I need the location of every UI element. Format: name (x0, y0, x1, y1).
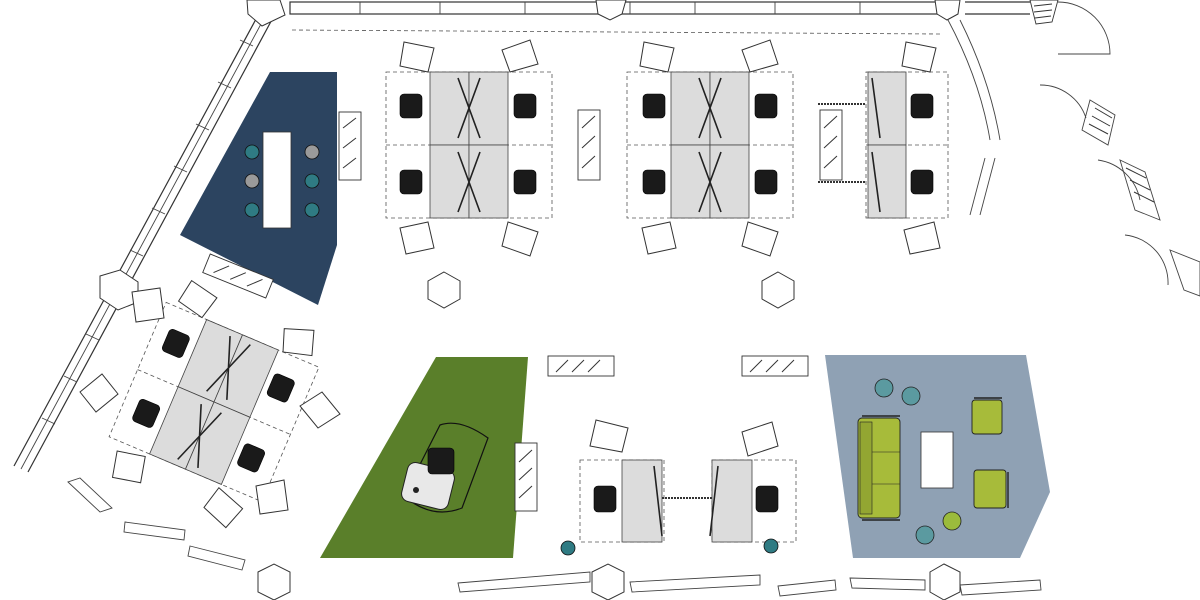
task-chair (513, 169, 537, 195)
stool-green (942, 511, 962, 531)
guest-chair (177, 279, 218, 319)
guest-chair (501, 221, 539, 257)
task-chair (593, 485, 617, 513)
task-chair (755, 485, 779, 513)
guest-chair (741, 221, 779, 257)
guest-chair (203, 486, 244, 529)
task-chair (132, 398, 161, 428)
stool-teal (763, 538, 779, 554)
task-chair (237, 443, 265, 473)
guest-chair (111, 450, 146, 484)
task-chair (266, 373, 295, 403)
guest-chair (299, 391, 341, 429)
guest-chair (641, 221, 677, 255)
lounge-zone (825, 355, 1050, 558)
task-chair (754, 93, 778, 119)
desk-pair-e (560, 419, 797, 556)
partition-screens (202, 109, 843, 512)
hex-column (761, 271, 795, 309)
meeting-zone (180, 72, 337, 305)
focus-zone (320, 357, 528, 558)
armchair (973, 469, 1009, 509)
task-chair (161, 329, 190, 358)
task-chair (427, 447, 455, 475)
sofa (857, 415, 901, 521)
desk-cluster-c (818, 41, 949, 255)
stool-teal (874, 378, 894, 398)
stool-teal (915, 525, 935, 545)
task-chair (399, 93, 423, 119)
columns (427, 271, 795, 309)
task-chair (399, 169, 423, 195)
stool-teal (304, 202, 320, 218)
screen (202, 253, 274, 299)
task-chair (910, 93, 934, 119)
guest-chair (639, 41, 675, 73)
task-chair (754, 169, 778, 195)
stool-teal (560, 540, 576, 556)
exterior-walls (13, 0, 1200, 600)
guest-chair (741, 421, 779, 457)
guest-chair (255, 479, 289, 515)
floor-boundary (291, 29, 941, 35)
screen (338, 111, 362, 181)
stool-teal (304, 173, 320, 189)
stool-grey (244, 173, 260, 189)
guest-chair (399, 221, 435, 255)
guest-chair (282, 328, 315, 357)
guest-chair (741, 39, 779, 73)
task-chair (642, 169, 666, 195)
screen (514, 442, 538, 512)
screen (547, 355, 615, 377)
guest-chair (131, 287, 165, 323)
focus-pod-shell (403, 422, 489, 513)
armchair (971, 397, 1003, 435)
desk-cluster-d (108, 279, 320, 529)
guest-chair (501, 39, 539, 73)
guest-chair (903, 221, 941, 255)
hex-column (427, 271, 461, 309)
task-chair (910, 169, 934, 195)
task-chair (513, 93, 537, 119)
stool-teal (244, 202, 260, 218)
guest-chair (399, 41, 435, 73)
stool-teal (244, 144, 260, 160)
desk-cluster-b (626, 39, 794, 257)
screen (577, 109, 601, 181)
desk-cluster-a (385, 39, 553, 257)
guest-chair (79, 373, 119, 413)
stool-teal (901, 386, 921, 406)
coffee-table (920, 431, 954, 489)
stool-grey (304, 144, 320, 160)
guest-chair (589, 419, 629, 453)
screen (819, 109, 843, 181)
guest-chair (901, 41, 937, 73)
meeting-table (262, 131, 292, 229)
screen (741, 355, 809, 377)
task-chair (642, 93, 666, 119)
